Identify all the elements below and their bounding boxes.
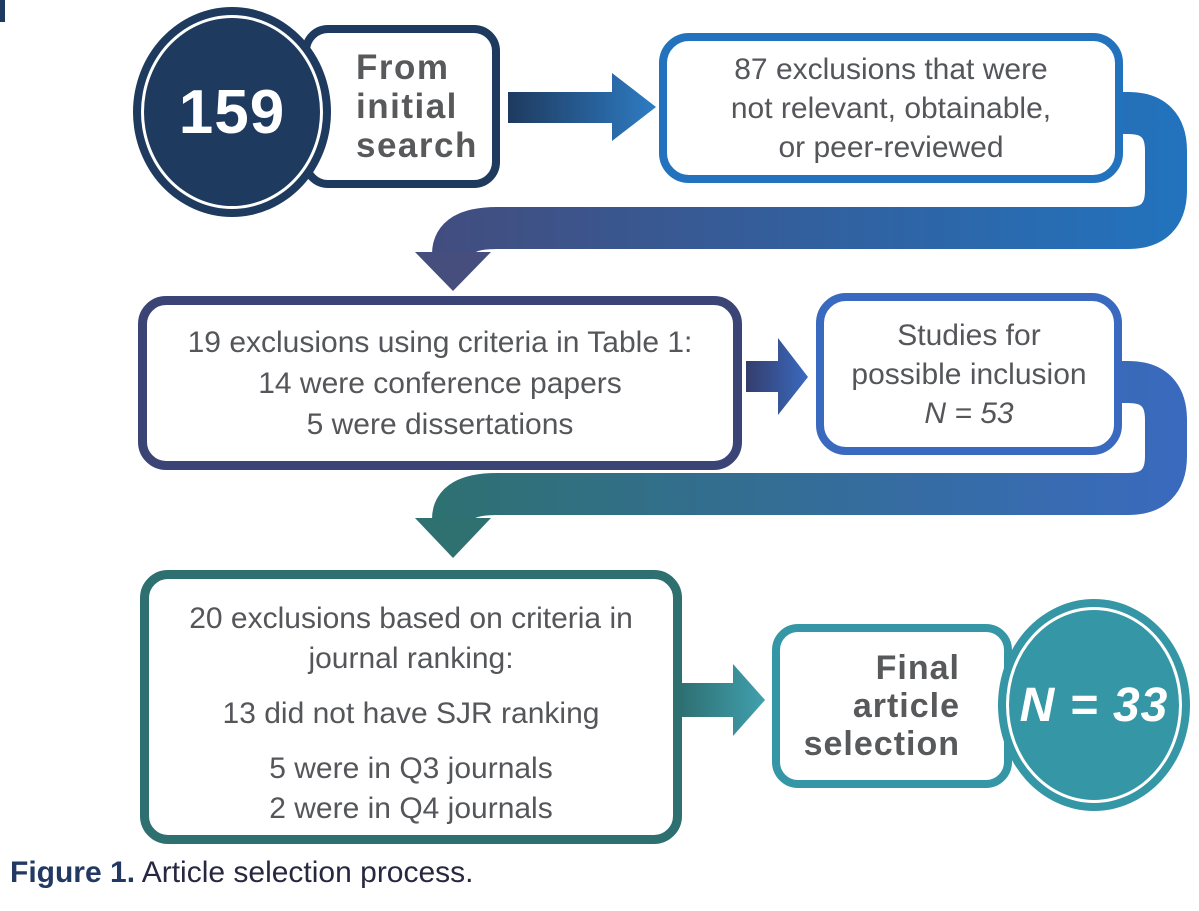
node-initial-search-line: search <box>356 126 478 165</box>
node-possible-inclusion-line: possible inclusion <box>851 357 1087 391</box>
node-exclusions-87-line: or peer-reviewed <box>778 130 1004 164</box>
node-final-selection-line: selection <box>803 725 960 763</box>
uturn-arrow-2 <box>432 361 1187 522</box>
figure-caption-label: Figure 1. <box>10 856 136 889</box>
down-arrowhead-2-icon <box>415 518 491 558</box>
node-initial-search-line: From <box>356 48 450 87</box>
node-final-selection-line: article <box>852 687 960 725</box>
node-exclusions-20-q3: 5 were in Q3 journals <box>269 752 553 785</box>
node-possible-inclusion: Studies for possible inclusion N = 53 <box>816 293 1122 455</box>
node-exclusions-19-line: 14 were conference papers <box>258 366 622 400</box>
node-final-selection-line: Final <box>875 649 960 687</box>
node-exclusions-19-line: 19 exclusions using criteria in Table 1: <box>187 325 693 359</box>
node-initial-search: From initial search <box>302 25 500 188</box>
node-exclusions-19: 19 exclusions using criteria in Table 1:… <box>138 296 742 470</box>
down-arrowhead-1-icon <box>415 252 491 291</box>
node-exclusions-20-sjr: 13 did not have SJR ranking <box>222 697 600 730</box>
node-possible-inclusion-line: Studies for <box>897 318 1041 352</box>
right-arrow-3-icon <box>677 664 765 736</box>
badge-inner-ring <box>141 15 323 209</box>
figure-caption-text: Article selection process. <box>135 856 474 889</box>
right-arrow-2-icon <box>746 338 808 415</box>
node-exclusions-20: 20 exclusions based on criteria in journ… <box>140 570 682 844</box>
node-initial-search-line: initial <box>356 87 458 126</box>
initial-count-value: 159 <box>178 77 286 147</box>
badge-inner-ring <box>1006 607 1182 803</box>
node-exclusions-87-line: not relevant, obtainable, <box>730 91 1052 125</box>
figure-caption: Figure 1. Article selection process. <box>10 856 474 890</box>
node-exclusions-20-line: journal ranking: <box>308 642 514 675</box>
node-exclusions-20-line: 20 exclusions based on criteria in <box>189 602 633 635</box>
count-badge-159: 159 <box>133 7 331 217</box>
node-final-selection: Final article selection <box>772 624 1012 788</box>
count-badge-n33: N = 33 <box>998 599 1190 811</box>
possible-inclusion-n-value: N = 53 <box>924 396 1014 430</box>
right-arrow-1-icon <box>508 73 656 141</box>
node-exclusions-87-line: 87 exclusions that were <box>734 52 1048 86</box>
node-exclusions-87: 87 exclusions that were not relevant, ob… <box>659 33 1123 183</box>
scan-artifact <box>0 0 5 22</box>
final-count-value: N = 33 <box>1019 678 1169 732</box>
node-exclusions-20-q4: 2 were in Q4 journals <box>269 792 553 825</box>
node-exclusions-19-line: 5 were dissertations <box>306 407 574 441</box>
uturn-arrow-1 <box>432 92 1187 257</box>
